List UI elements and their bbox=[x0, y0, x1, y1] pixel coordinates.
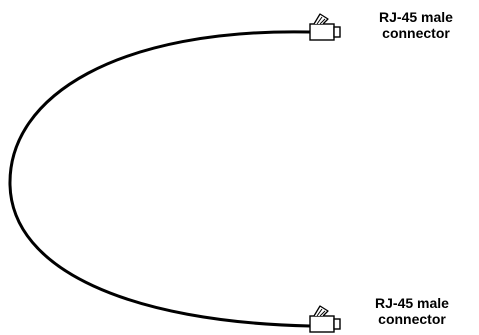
connector-label-top: RJ-45 male connector bbox=[366, 9, 466, 41]
rj45-connector-icon bbox=[309, 13, 341, 41]
connector-label-line1: RJ-45 male bbox=[375, 295, 449, 311]
connector-label-line2: connector bbox=[382, 25, 450, 41]
connector-label-line2: connector bbox=[378, 311, 446, 327]
connector-label-bottom: RJ-45 male connector bbox=[362, 295, 462, 327]
ethernet-cable bbox=[8, 30, 312, 328]
rj45-connector-icon bbox=[309, 305, 341, 333]
rj45-connector-top bbox=[309, 13, 341, 41]
connector-label-line1: RJ-45 male bbox=[379, 9, 453, 25]
rj45-connector-bottom bbox=[309, 305, 341, 333]
